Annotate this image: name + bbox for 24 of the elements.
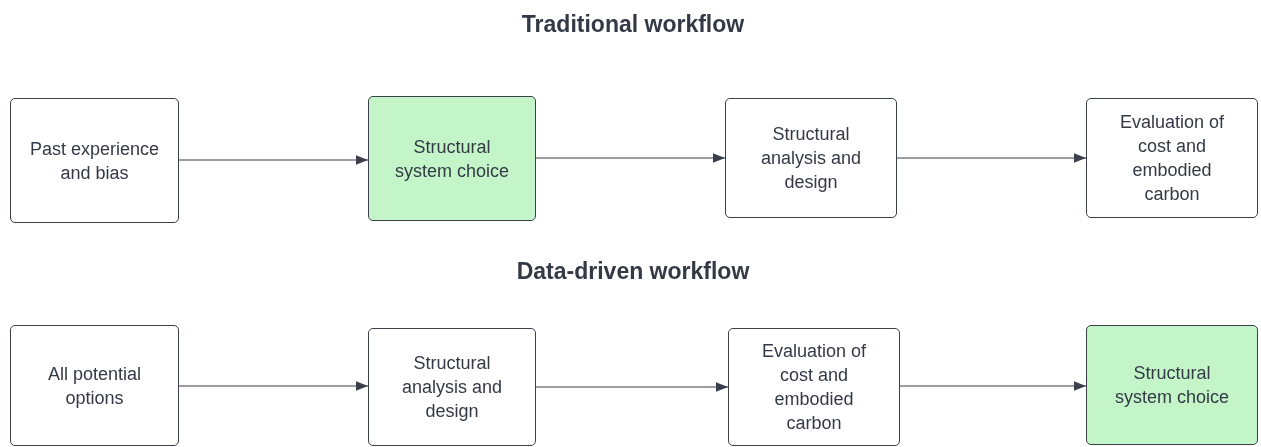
box-label: Evaluation of cost and embodied carbon xyxy=(760,340,868,435)
highlighted-process-box xyxy=(368,96,536,221)
arrow xyxy=(178,381,369,391)
process-box xyxy=(728,328,900,446)
box-label: Past experience and bias xyxy=(29,137,160,185)
box-label: Structural system choice xyxy=(393,135,510,183)
arrow xyxy=(535,153,726,163)
section-heading: Traditional workflow xyxy=(521,11,745,38)
box-label: Evaluation of cost and embodied carbon xyxy=(1118,111,1226,206)
arrow xyxy=(896,153,1087,163)
process-box xyxy=(1086,98,1258,218)
process-box xyxy=(10,98,179,223)
box-label: All potential options xyxy=(46,362,143,410)
highlighted-process-box xyxy=(1086,325,1258,445)
arrow xyxy=(535,382,729,392)
arrow xyxy=(899,381,1087,391)
box-label: Structural analysis and design xyxy=(400,352,504,423)
box-label: Structural analysis and design xyxy=(759,123,863,194)
process-box xyxy=(368,328,536,446)
box-label: Structural system choice xyxy=(1113,362,1230,409)
arrow xyxy=(178,155,369,165)
process-box xyxy=(725,98,897,218)
section-heading: Data-driven workflow xyxy=(516,258,750,285)
process-box xyxy=(10,325,179,446)
